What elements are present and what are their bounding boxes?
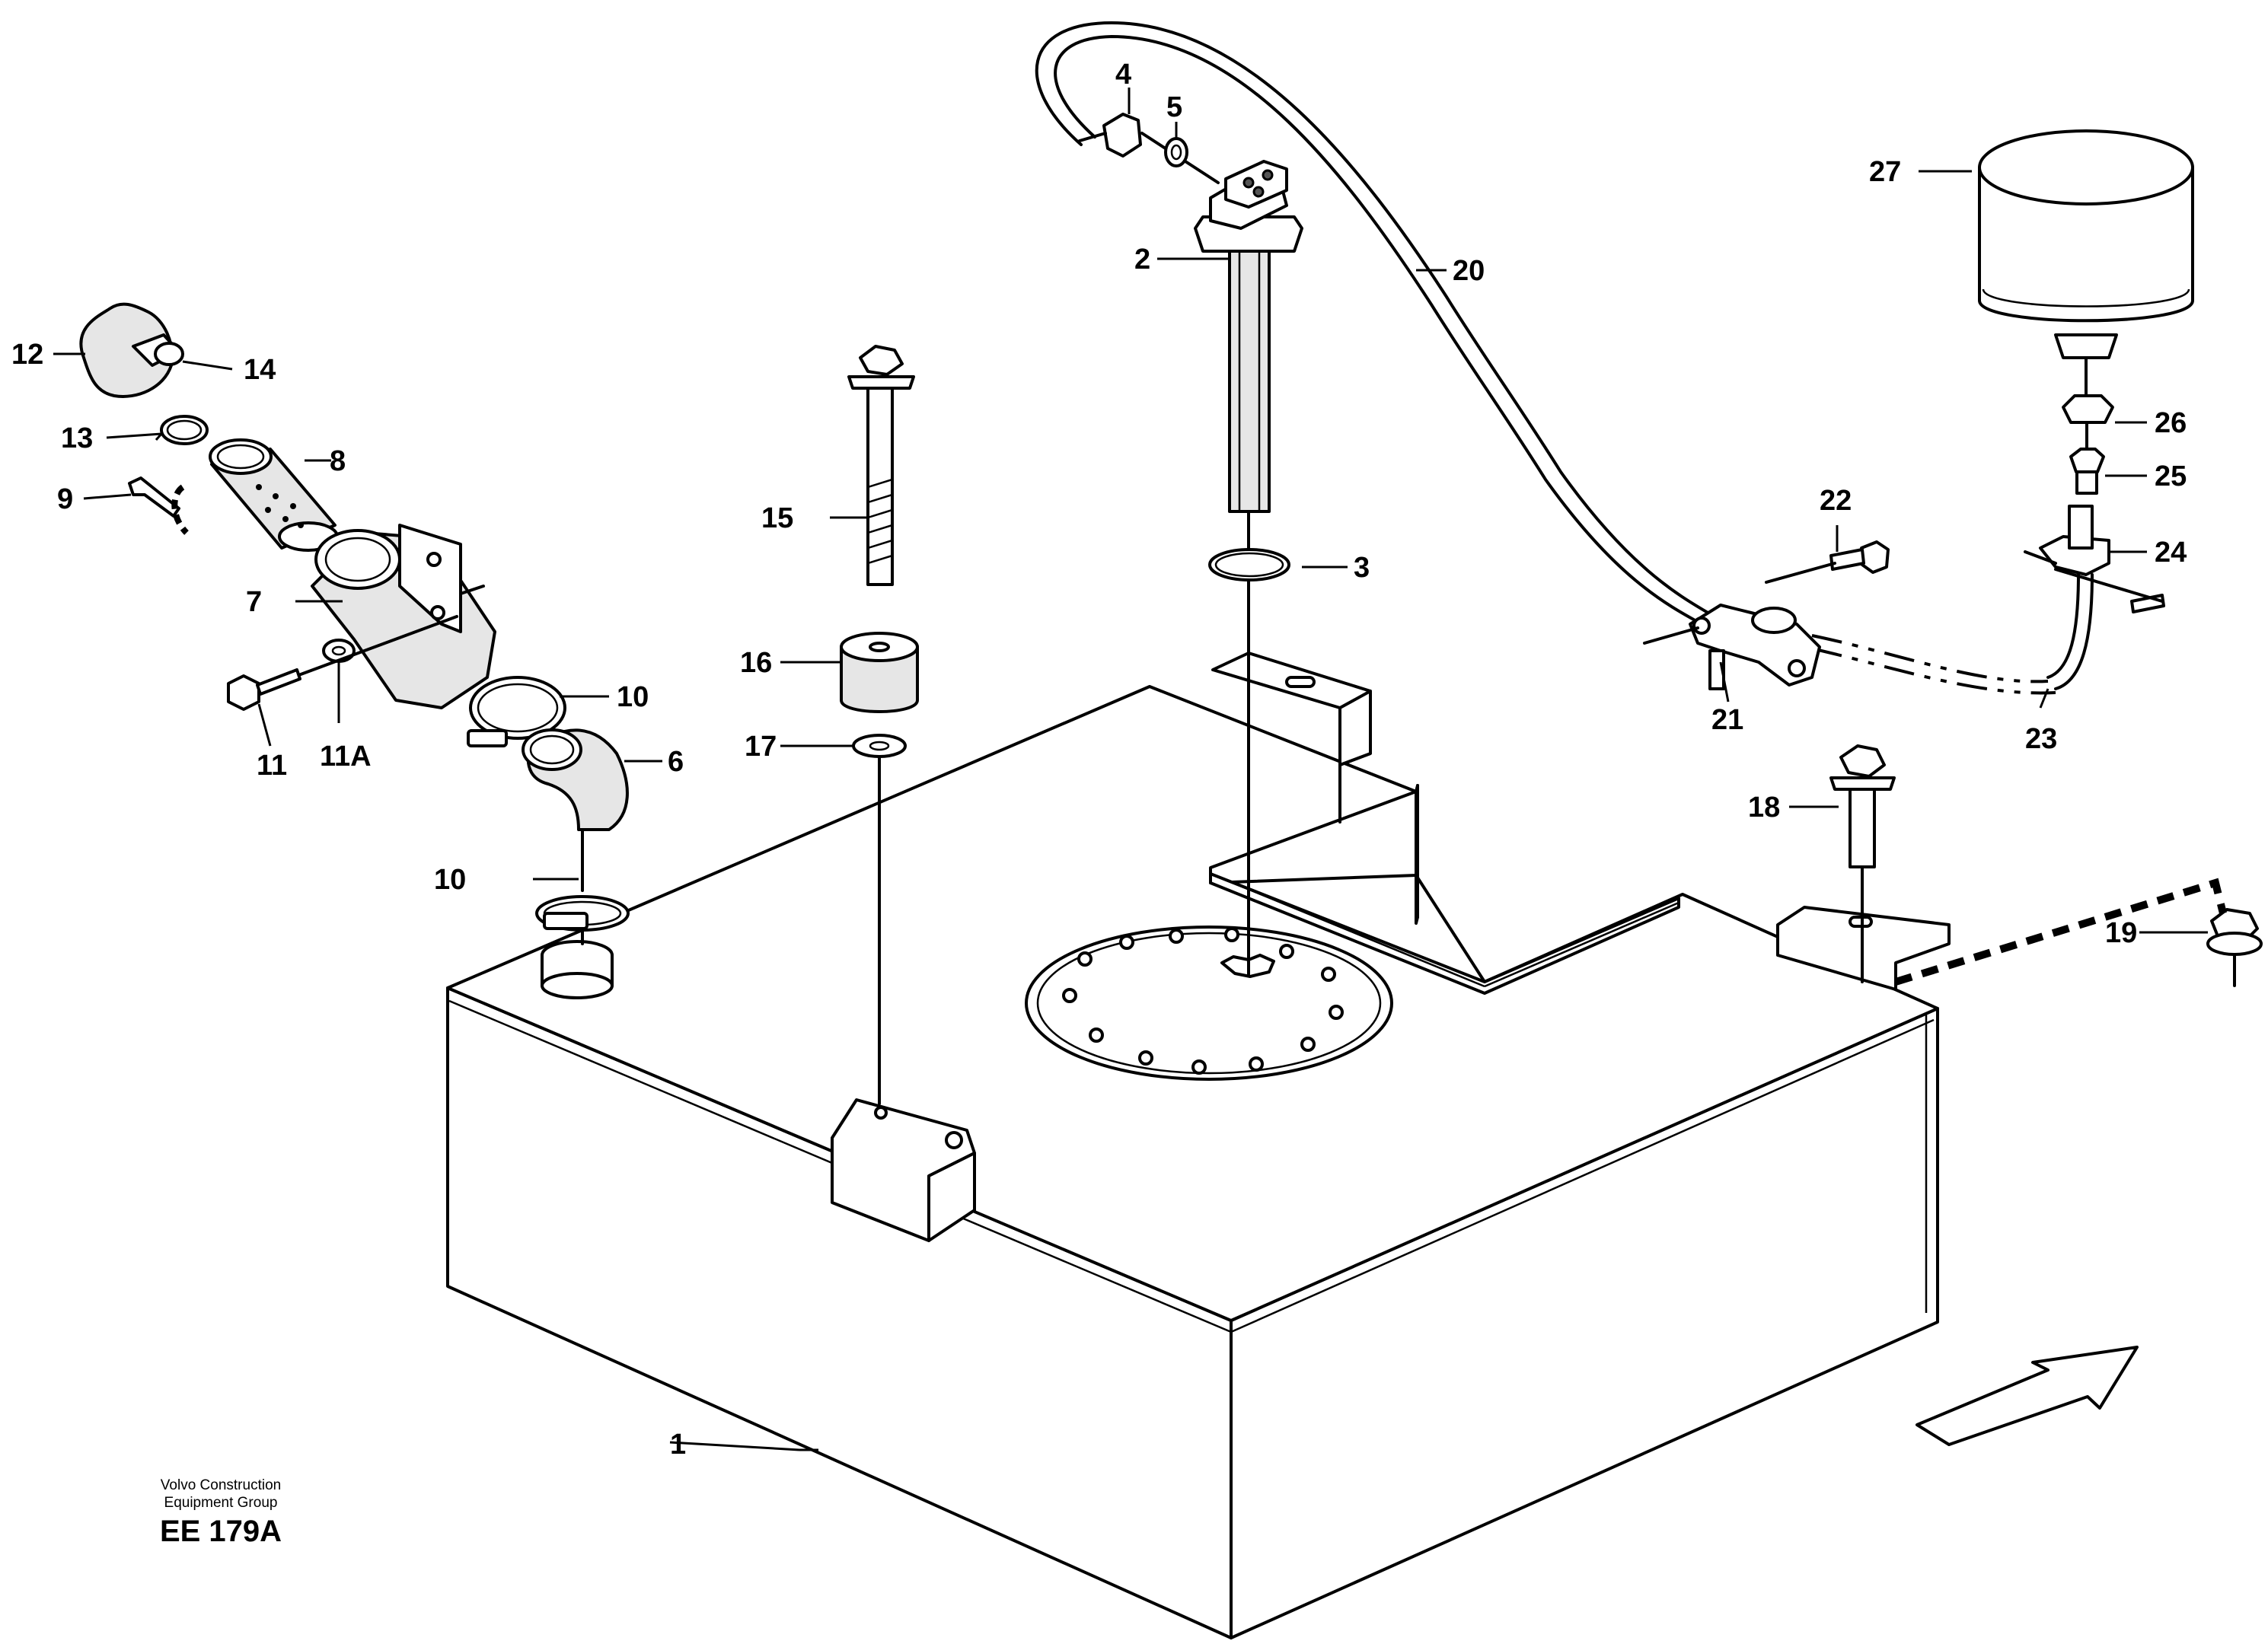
wire-harness-20-inner: [1054, 35, 1715, 632]
breather-filter-27: [1978, 129, 2194, 359]
callout-16: 16: [740, 647, 772, 679]
bracket-21: [1643, 604, 1821, 690]
callout-20: 20: [1453, 255, 1485, 287]
hose-23-hidden: [1811, 634, 2049, 683]
hose-23: [2046, 573, 2080, 679]
callout-21: 21: [1711, 704, 1743, 736]
callout-2: 2: [1134, 244, 1150, 276]
bushing-16: [840, 632, 919, 713]
bolt-11: [227, 615, 458, 711]
adapter-26: [2062, 356, 2114, 424]
leader-lines: [53, 88, 2208, 1451]
nut-19: [2206, 908, 2263, 987]
hose-23-outer: [2054, 573, 2094, 690]
hose-clamp-10-upper: [467, 676, 566, 747]
hose-23-hidden-2: [1811, 647, 2056, 695]
drawing-footer: Volvo Construction Equipment Group EE 17…: [129, 1477, 312, 1549]
fuel-tank-body: [446, 685, 1939, 1639]
callout-22: 22: [1820, 485, 1852, 517]
sender-access-plate: [1025, 926, 1393, 1081]
fuel-level-sender: [1140, 132, 1303, 976]
washer-11A: [322, 639, 356, 663]
direction-arrow-icon: [1916, 1346, 2139, 1446]
callout-4: 4: [1115, 59, 1131, 91]
bolt-18-path: [1894, 878, 2227, 986]
callout-26: 26: [2155, 407, 2187, 439]
callout-7: 7: [246, 586, 262, 618]
elbow-hose-6: [522, 728, 629, 892]
nipple-25: [2069, 421, 2105, 495]
callout-27: 27: [1869, 156, 1901, 188]
callout-10-upper: 10: [617, 681, 649, 713]
callout-14: 14: [244, 354, 276, 386]
wire-harness-20: [1035, 21, 1722, 622]
filler-neck-7: [311, 524, 496, 709]
callout-13: 13: [61, 422, 93, 454]
bolt-15: [847, 345, 915, 586]
callout-6: 6: [668, 746, 684, 778]
organization-line-2: Equipment Group: [164, 1495, 278, 1511]
callout-11: 11: [257, 750, 287, 782]
hose-clamp-10-lower: [535, 895, 630, 945]
callout-12: 12: [11, 339, 43, 371]
callout-9: 9: [57, 483, 73, 515]
callout-labels: 1 2 3 4 5 6 7 8 9 10 10 11 11A 12 13 14 …: [11, 59, 2187, 1461]
organization-line-1: Volvo Construction: [160, 1477, 282, 1493]
clamp-24: [2024, 505, 2165, 613]
callout-19: 19: [2105, 917, 2137, 949]
callout-1: 1: [670, 1429, 686, 1461]
callout-23: 23: [2025, 723, 2057, 755]
callout-10-lower: 10: [434, 864, 466, 896]
callout-8: 8: [330, 445, 346, 477]
callout-17: 17: [745, 731, 777, 763]
callout-15: 15: [761, 502, 793, 534]
washer-17: [852, 734, 907, 758]
front-mounting-bracket: [831, 1098, 976, 1242]
filler-cap-12: [79, 302, 184, 398]
o-ring-3: [1208, 548, 1290, 581]
callout-5: 5: [1166, 91, 1182, 123]
callout-25: 25: [2155, 460, 2187, 492]
drawing-code: EE 179A: [159, 1515, 282, 1548]
callout-18: 18: [1748, 792, 1780, 824]
washer-5: [1164, 137, 1188, 167]
callout-11A: 11A: [320, 741, 372, 773]
strainer-8: [209, 438, 339, 552]
callout-3: 3: [1354, 552, 1370, 584]
callout-24: 24: [2155, 537, 2187, 569]
screw-9: [128, 476, 189, 535]
bolt-18: [1829, 744, 1896, 983]
connector-4: [1078, 113, 1142, 158]
screw-22: [1765, 540, 1890, 584]
gasket-13: [160, 415, 209, 445]
